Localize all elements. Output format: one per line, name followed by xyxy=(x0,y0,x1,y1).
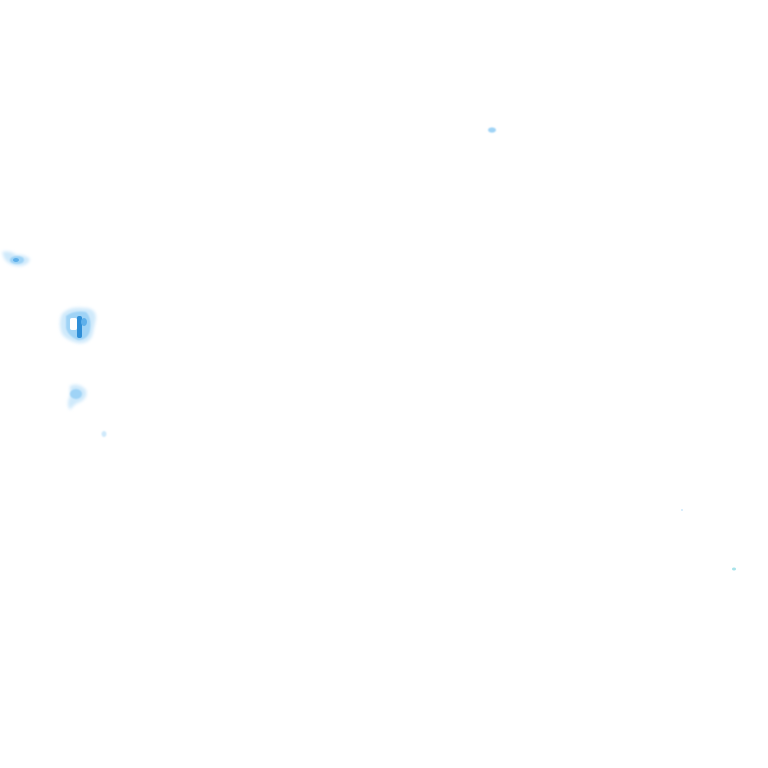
radar-echo-left-edge xyxy=(2,251,30,266)
radar-echo-small-speck xyxy=(101,431,107,437)
radar-echo-lower-cell xyxy=(68,384,87,410)
radar-echo-main-cell xyxy=(60,307,96,344)
radar-echo-right-specks xyxy=(681,509,736,571)
radar-echo-top xyxy=(488,127,496,133)
